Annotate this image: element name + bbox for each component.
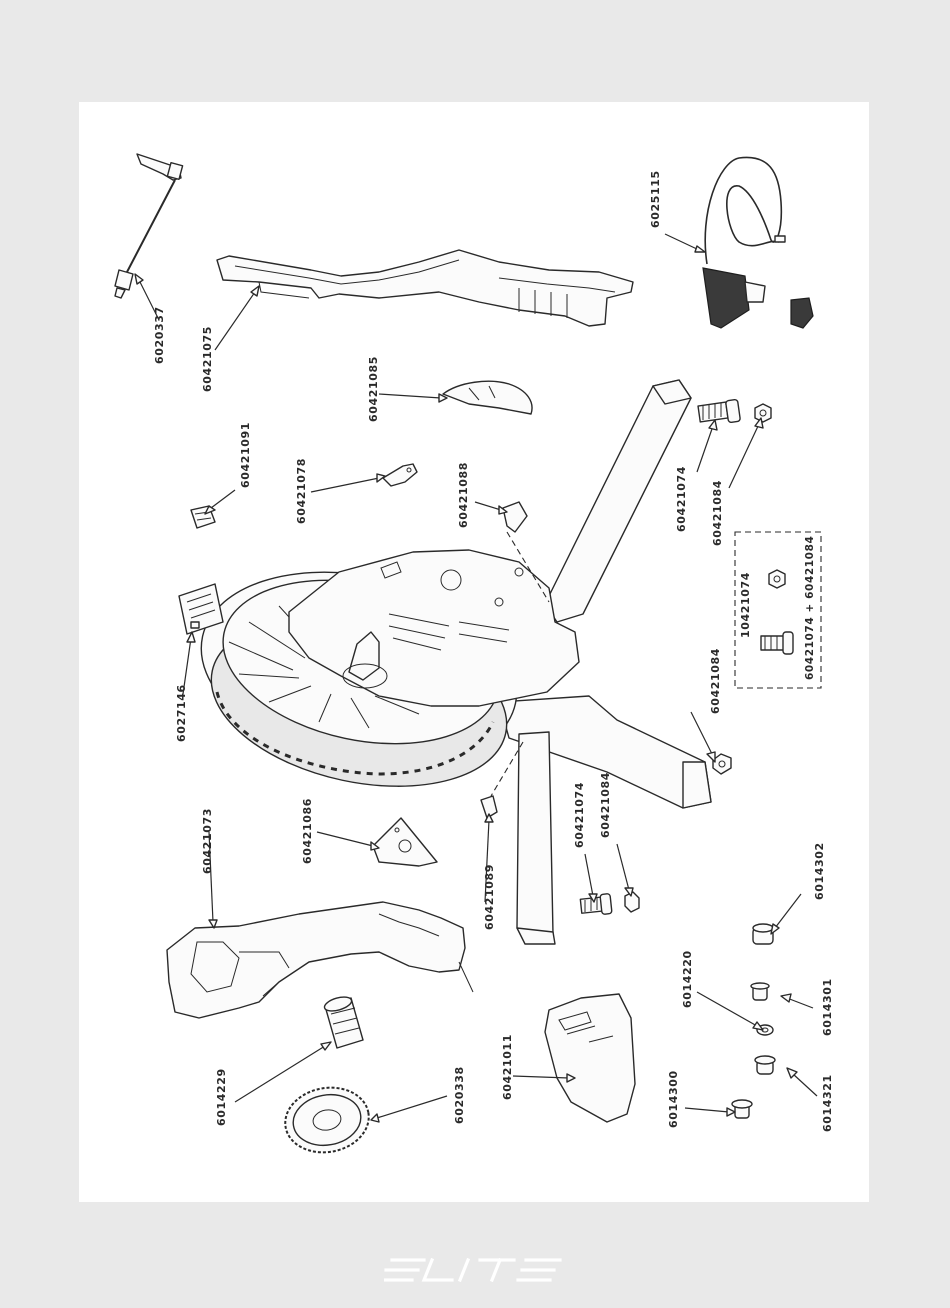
small-cap-drawing — [443, 381, 532, 414]
small-bracket-drawing — [383, 464, 417, 486]
label-6014302: 6014302 — [813, 842, 826, 900]
label-6025115: 6025115 — [649, 170, 662, 228]
label-6014321: 6014321 — [821, 1074, 834, 1132]
side-cover-block-drawing — [545, 994, 635, 1122]
label-60421074-lower: 60421074 — [573, 782, 586, 848]
elite-brand-logo — [384, 1256, 564, 1284]
label-60421074-top: 60421074 — [675, 466, 688, 532]
label-6014301: 6014301 — [821, 978, 834, 1036]
exploded-diagram-sheet: 6020337 60421075 6025115 60421085 604210… — [79, 102, 869, 1202]
label-60421084-mid: 60421084 — [709, 648, 722, 714]
triangular-cap-drawing — [373, 818, 437, 866]
label-6020338: 6020338 — [453, 1066, 466, 1124]
label-60421091: 60421091 — [239, 422, 252, 488]
bushings-and-adapters-drawing — [732, 924, 775, 1118]
label-6014300: 6014300 — [667, 1070, 680, 1128]
label-60421084-lower: 60421084 — [599, 772, 612, 838]
freehub-body-drawing — [323, 994, 363, 1048]
label-10421074: 10421074 — [739, 572, 752, 638]
label-6027146: 6027146 — [175, 684, 188, 742]
label-60421084-top: 60421084 — [711, 480, 724, 546]
label-60421085: 60421085 — [367, 356, 380, 422]
label-60421075: 60421075 — [201, 326, 214, 392]
label-60421086: 60421086 — [301, 798, 314, 864]
label-60421089: 60421089 — [483, 864, 496, 930]
label-6014229: 6014229 — [215, 1068, 228, 1126]
label-60421078: 60421078 — [295, 458, 308, 524]
label-bolt-kit-formula: 60421074 + 60421084 — [804, 536, 816, 680]
label-60421088: 60421088 — [457, 462, 470, 528]
upper-cover-drawing — [217, 250, 633, 326]
exploded-parts-diagram: 6020337 60421075 6025115 60421085 604210… — [79, 102, 869, 1202]
cable-clip-drawing — [503, 502, 527, 532]
label-60421011: 60421011 — [501, 1034, 514, 1100]
power-adapter-drawing — [703, 157, 813, 328]
label-6020337: 6020337 — [153, 306, 166, 364]
label-6014220: 6014220 — [681, 950, 694, 1008]
quick-release-skewer-drawing — [115, 154, 183, 298]
label-60421073: 60421073 — [201, 808, 214, 874]
cassette-drawing — [280, 1081, 374, 1159]
